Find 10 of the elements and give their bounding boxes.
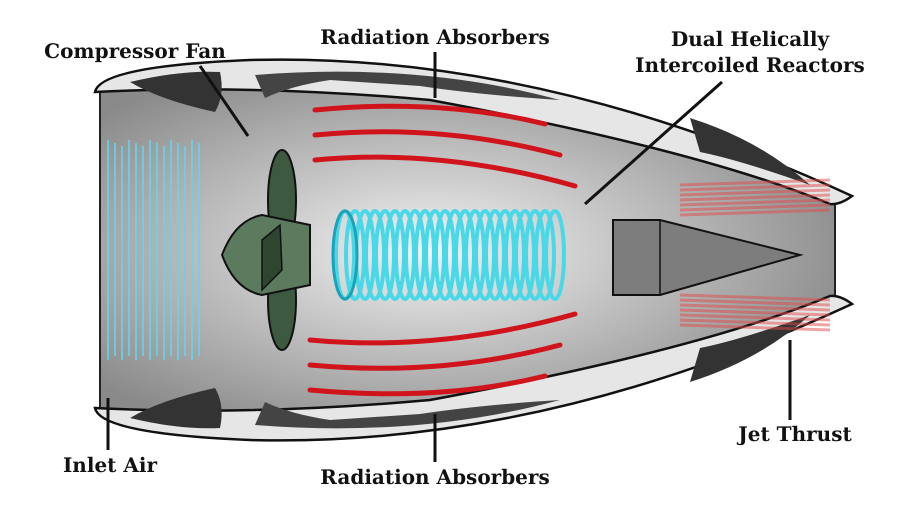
leader-line: [788, 340, 792, 420]
callout-label: Radiation Absorbers: [300, 464, 570, 490]
callout-label: Dual Helically Intercoiled Reactors: [630, 26, 870, 78]
callout-label: Inlet Air: [40, 452, 180, 478]
leader-line: [106, 398, 110, 450]
callout-label: Compressor Fan: [20, 38, 250, 64]
leader-line: [584, 80, 723, 206]
leader-line: [434, 414, 436, 462]
callout-label: Jet Thrust: [715, 421, 875, 447]
callout-label: Radiation Absorbers: [300, 24, 570, 50]
